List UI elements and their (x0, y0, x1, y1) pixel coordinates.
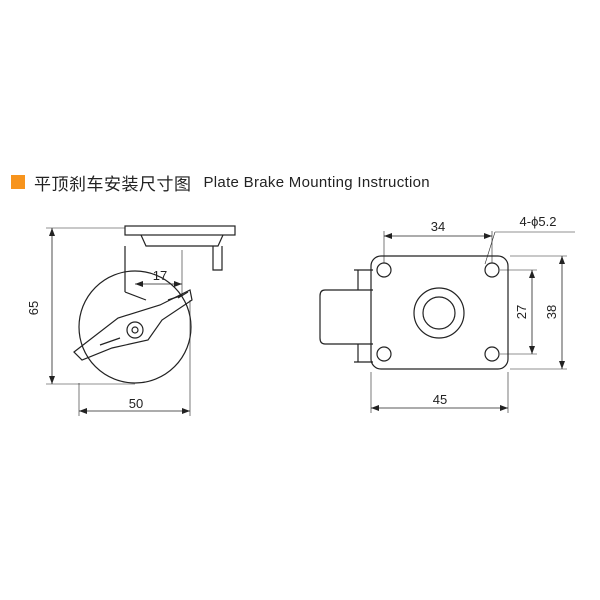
hole-spec-label: 4-ϕ5.2 (520, 214, 557, 229)
hole-spacing-x-label: 34 (431, 219, 445, 234)
mounting-hole (376, 262, 392, 278)
height-label: 65 (26, 301, 41, 315)
hole-spacing-y-label: 27 (514, 305, 529, 319)
mounting-hole (484, 262, 500, 278)
mounting-plate (370, 255, 509, 370)
top-plate (124, 225, 236, 236)
wheel (78, 270, 192, 384)
center-boss (413, 287, 465, 339)
fork (124, 246, 223, 292)
mounting-hole (376, 346, 392, 362)
hole-leader-line (484, 231, 496, 265)
caster-side-view (46, 225, 236, 416)
title-chinese: 平顶刹车安装尺寸图 (34, 174, 192, 195)
offset-label: 17 (153, 268, 167, 283)
accent-square-icon (11, 175, 25, 189)
caster-plate-view (319, 231, 575, 413)
brake-pedal (73, 289, 193, 361)
plate-width-label: 45 (433, 392, 447, 407)
title-english: Plate Brake Mounting Instruction (203, 173, 430, 191)
axle-hub (126, 321, 144, 339)
width-label: 50 (129, 396, 143, 411)
drawing-header: 平顶刹车安装尺寸图 Plate Brake Mounting Instructi… (11, 170, 430, 195)
mounting-hole (484, 346, 500, 362)
plate-height-label: 38 (544, 305, 559, 319)
swivel-bearing (140, 234, 224, 247)
wheel-outline (319, 289, 373, 345)
